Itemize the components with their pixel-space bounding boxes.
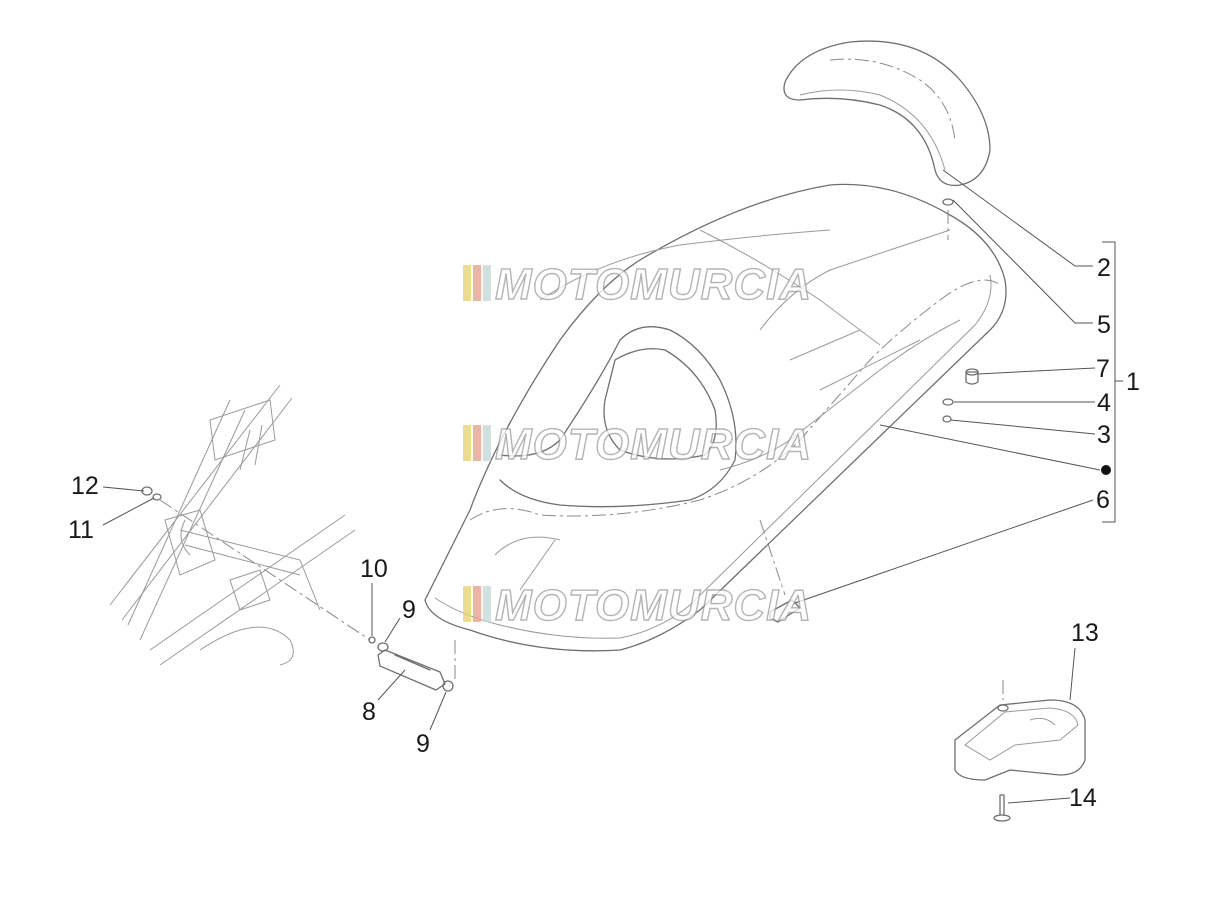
callout-2: 2 xyxy=(1097,254,1111,282)
watermark-middle: MOTOMURCIA xyxy=(463,419,812,470)
callout-9-top: 9 xyxy=(402,596,416,624)
callout-12: 12 xyxy=(71,472,99,500)
callout-8: 8 xyxy=(362,698,376,726)
watermark-bottom: MOTOMURCIA xyxy=(463,580,812,631)
svg-text:MOTOMURCIA: MOTOMURCIA xyxy=(495,420,812,469)
svg-text:MOTOMURCIA: MOTOMURCIA xyxy=(495,581,812,630)
hinge-8 xyxy=(368,636,454,692)
screw-14 xyxy=(993,794,1011,822)
callout-1: 1 xyxy=(1126,368,1140,396)
callout-14: 14 xyxy=(1069,784,1097,812)
seat-main xyxy=(424,183,1007,652)
callout-3: 3 xyxy=(1097,421,1111,449)
callout-13: 13 xyxy=(1071,619,1099,647)
callout-5: 5 xyxy=(1097,311,1111,339)
callout-6: 6 xyxy=(1096,486,1110,514)
washer-4 xyxy=(942,398,954,406)
callout-10: 10 xyxy=(360,555,388,583)
callout-9-bottom: 9 xyxy=(416,730,430,758)
rubber-buffer-7 xyxy=(965,368,979,385)
assembly-marker-dot xyxy=(1101,465,1111,475)
svg-text:MOTOMURCIA: MOTOMURCIA xyxy=(495,260,812,309)
nut-3 xyxy=(942,415,952,423)
washer-11 xyxy=(152,493,162,501)
frame-assembly xyxy=(109,384,371,666)
callout-11: 11 xyxy=(68,516,94,544)
buffer-6 xyxy=(769,599,801,623)
callout-7: 7 xyxy=(1096,355,1110,383)
leader-lines xyxy=(102,169,1123,804)
backrest-2 xyxy=(783,40,991,187)
washer-5 xyxy=(942,198,954,206)
watermark-top: MOTOMURCIA xyxy=(463,259,812,310)
callout-4: 4 xyxy=(1097,389,1111,417)
tray-13 xyxy=(954,699,1086,781)
